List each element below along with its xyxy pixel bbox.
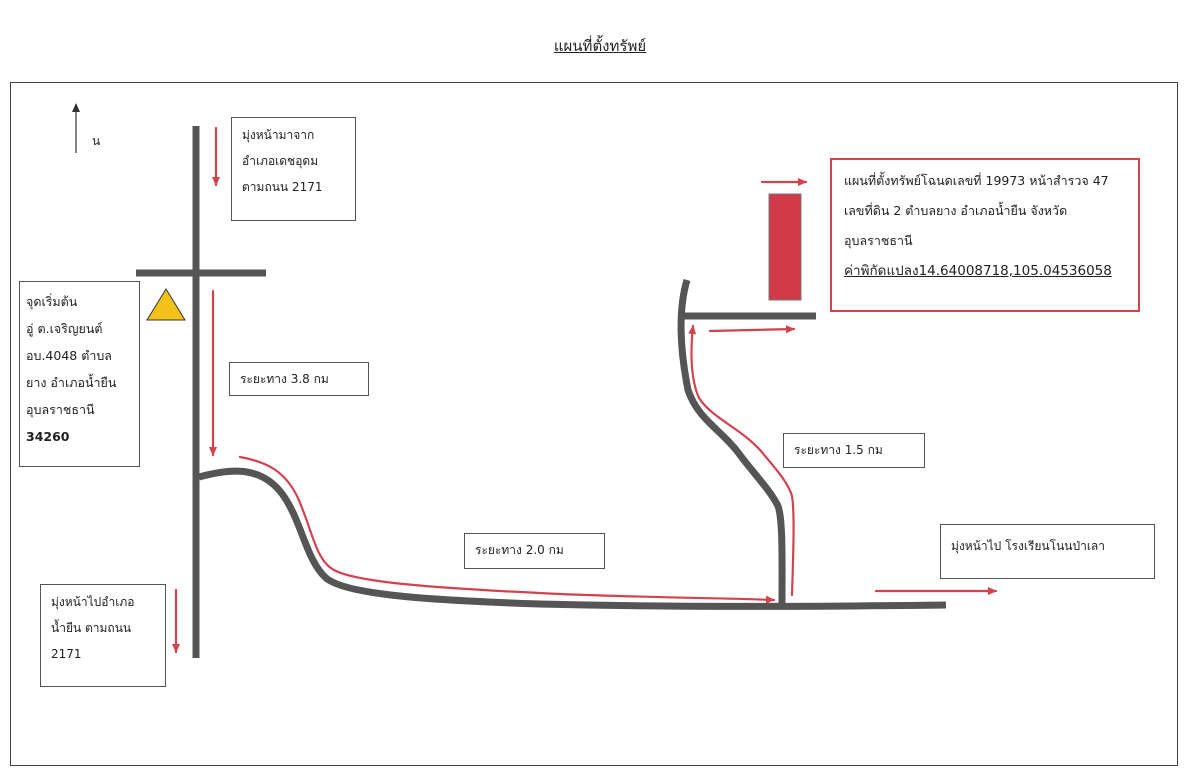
distance-label-1: ระยะทาง 3.8 กม bbox=[229, 362, 369, 396]
target-coordinates: ค่าพิกัดแปลง14.64008718,105.04536058 bbox=[844, 263, 1112, 279]
start-line: อุบลราชธานี bbox=[26, 402, 95, 417]
start-line: จุดเริ่มต้น bbox=[26, 294, 78, 309]
to-bottom-box: มุ่งหน้าไปอำเภอ น้ำยืน ตามถนน 2171 bbox=[40, 584, 166, 687]
start-line: อู่ ต.เจริญยนต์ bbox=[26, 321, 103, 336]
from-top-box: มุ่งหน้ามาจาก อำเภอเดชอุดม ตามถนน 2171 bbox=[231, 117, 356, 221]
arrow-segment-3 bbox=[688, 324, 795, 597]
target-property-box: แผนที่ตั้งทรัพย์โฉนดเลขที่ 19973 หน้าสำร… bbox=[830, 158, 1140, 312]
start-line: อบ.4048 ตำบล bbox=[26, 348, 112, 363]
arrow-to-property bbox=[708, 325, 796, 334]
from-top-line: ตามถนน 2171 bbox=[242, 180, 323, 194]
road-side-branch bbox=[677, 278, 786, 609]
distance-text: ระยะทาง 2.0 กม bbox=[475, 543, 564, 557]
target-line: แผนที่ตั้งทรัพย์โฉนดเลขที่ 19973 หน้าสำร… bbox=[844, 173, 1109, 188]
target-line: เลขที่ดิน 2 ตำบลยาง อำเภอน้ำยืน จังหวัด bbox=[844, 203, 1068, 218]
to-right-text: มุ่งหน้าไป โรงเรียนโนนป่าเลา bbox=[951, 539, 1106, 553]
map-frame bbox=[10, 82, 1178, 766]
distance-label-2: ระยะทาง 2.0 กม bbox=[464, 533, 605, 569]
property-parcel-marker bbox=[768, 193, 802, 301]
road-network bbox=[136, 126, 947, 658]
target-line: อุบลราชธานี bbox=[844, 233, 913, 248]
distance-label-3: ระยะทาง 1.5 กม bbox=[783, 433, 925, 468]
to-bottom-line: 2171 bbox=[51, 647, 82, 661]
distance-text: ระยะทาง 3.8 กม bbox=[240, 372, 329, 386]
route-path bbox=[172, 126, 998, 654]
to-right-box: มุ่งหน้าไป โรงเรียนโนนป่าเลา bbox=[940, 524, 1155, 579]
distance-text: ระยะทาง 1.5 กม bbox=[794, 443, 883, 457]
arrow-segment-2 bbox=[238, 455, 776, 604]
map-title: แผนที่ตั้งทรัพย์ bbox=[553, 37, 647, 55]
to-bottom-line: มุ่งหน้าไปอำเภอ bbox=[51, 595, 135, 609]
start-point-triangle-icon bbox=[146, 288, 186, 321]
start-point-box: จุดเริ่มต้น อู่ ต.เจริญยนต์ อบ.4048 ตำบล… bbox=[19, 281, 140, 467]
from-top-line: มุ่งหน้ามาจาก bbox=[242, 128, 315, 142]
from-top-line: อำเภอเดชอุดม bbox=[242, 154, 319, 168]
north-label: น bbox=[92, 134, 101, 148]
to-bottom-line: น้ำยืน ตามถนน bbox=[51, 621, 132, 635]
start-postcode: 34260 bbox=[26, 429, 70, 444]
start-line: ยาง อำเภอน้ำยืน bbox=[26, 375, 117, 390]
